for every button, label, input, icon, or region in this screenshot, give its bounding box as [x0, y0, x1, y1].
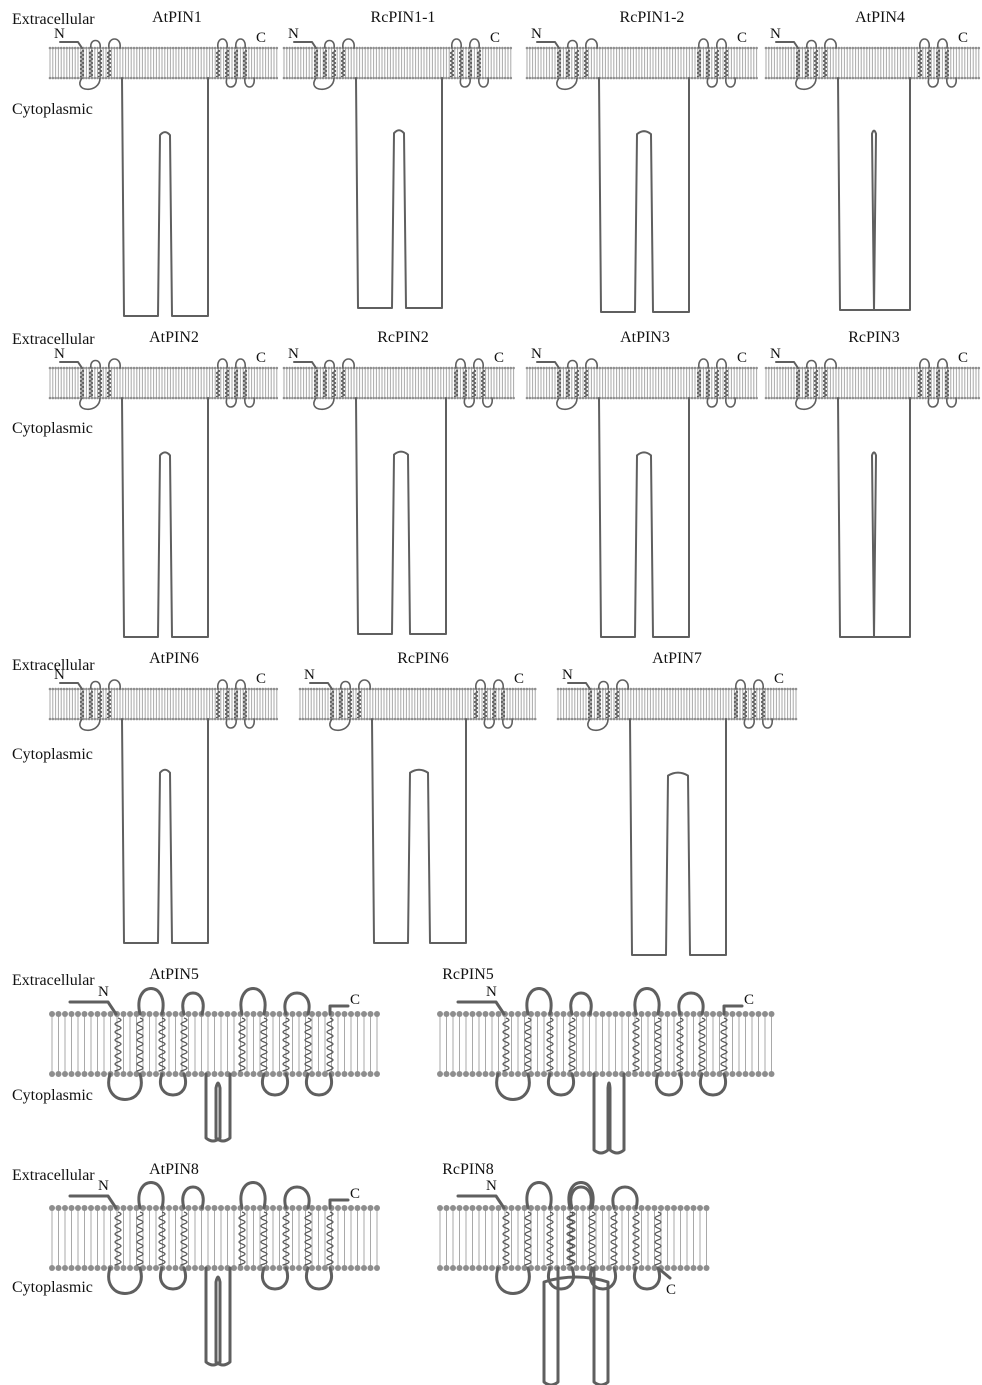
- membrane-rcpin6: [299, 688, 537, 721]
- c-terminal-rcpin1-2: C: [737, 30, 747, 46]
- n-terminal-atpin7: N: [562, 667, 573, 683]
- c-terminal-atpin3: C: [737, 350, 747, 366]
- protein-atpin1: [60, 39, 254, 316]
- c-terminal-rcpin3: C: [958, 350, 968, 366]
- cytoplasmic-label-row-1: Cytoplasmic: [12, 101, 93, 118]
- title-rcpin8: RcPIN8: [442, 1161, 494, 1178]
- title-rcpin1-2: RcPIN1-2: [620, 9, 685, 26]
- c-terminal-atpin8: C: [350, 1186, 360, 1202]
- extracellular-label-row-5: Extracellular: [12, 1167, 95, 1184]
- cytoplasmic-label-row-2: Cytoplasmic: [12, 420, 93, 437]
- n-terminal-atpin8: N: [98, 1178, 109, 1194]
- protein-atpin3: [537, 359, 735, 637]
- c-terminal-atpin2: C: [256, 350, 266, 366]
- c-terminal-rcpin5: C: [744, 992, 754, 1008]
- c-terminal-atpin5: C: [350, 992, 360, 1008]
- membrane-atpin7: [557, 688, 798, 721]
- n-terminal-rcpin5: N: [486, 984, 497, 1000]
- title-rcpin2: RcPIN2: [377, 329, 429, 346]
- n-terminal-rcpin3: N: [770, 346, 781, 362]
- n-terminal-atpin3: N: [531, 346, 542, 362]
- membrane-atpin8: [49, 1205, 380, 1271]
- c-terminal-atpin6: C: [256, 671, 266, 687]
- protein-rcpin3: [776, 359, 956, 637]
- title-atpin2: AtPIN2: [149, 329, 199, 346]
- c-terminal-rcpin1-1: C: [490, 30, 500, 46]
- n-terminal-atpin6: N: [54, 667, 65, 683]
- membrane-rcpin5: [437, 1011, 775, 1077]
- cytoplasmic-label-row-5: Cytoplasmic: [12, 1279, 93, 1296]
- proteins: [60, 39, 956, 1385]
- title-atpin8: AtPIN8: [149, 1161, 199, 1178]
- membrane-atpin5: [49, 1011, 380, 1077]
- cytoplasmic-label-row-3: Cytoplasmic: [12, 746, 93, 763]
- c-terminal-atpin1: C: [256, 30, 266, 46]
- n-terminal-atpin4: N: [770, 26, 781, 42]
- c-terminal-atpin4: C: [958, 30, 968, 46]
- n-terminal-rcpin8: N: [486, 1178, 497, 1194]
- protein-atpin2: [60, 359, 254, 637]
- title-rcpin1-1: RcPIN1-1: [371, 9, 436, 26]
- protein-atpin7: [568, 680, 772, 955]
- n-terminal-rcpin6: N: [304, 667, 315, 683]
- n-terminal-atpin2: N: [54, 346, 65, 362]
- title-atpin1: AtPIN1: [152, 9, 202, 26]
- c-terminal-rcpin6: C: [514, 671, 524, 687]
- c-terminal-atpin7: C: [774, 671, 784, 687]
- title-atpin4: AtPIN4: [855, 9, 905, 26]
- c-terminal-rcpin2: C: [494, 350, 504, 366]
- cytoplasmic-label-row-4: Cytoplasmic: [12, 1087, 93, 1104]
- extracellular-label-row-4: Extracellular: [12, 972, 95, 989]
- title-rcpin3: RcPIN3: [848, 329, 900, 346]
- title-rcpin6: RcPIN6: [397, 650, 449, 667]
- n-terminal-rcpin1-2: N: [531, 26, 542, 42]
- title-atpin5: AtPIN5: [149, 966, 199, 983]
- title-atpin3: AtPIN3: [620, 329, 670, 346]
- n-terminal-atpin1: N: [54, 26, 65, 42]
- protein-rcpin1-2: [537, 39, 735, 312]
- protein-atpin4: [776, 39, 956, 310]
- n-terminal-rcpin1-1: N: [288, 26, 299, 42]
- protein-rcpin1-1: [294, 39, 488, 308]
- n-terminal-atpin5: N: [98, 984, 109, 1000]
- title-rcpin5: RcPIN5: [442, 966, 494, 983]
- title-atpin6: AtPIN6: [149, 650, 199, 667]
- protein-rcpin2: [294, 359, 492, 634]
- c-terminal-rcpin8: C: [666, 1282, 676, 1298]
- title-atpin7: AtPIN7: [652, 650, 702, 667]
- n-terminal-rcpin2: N: [288, 346, 299, 362]
